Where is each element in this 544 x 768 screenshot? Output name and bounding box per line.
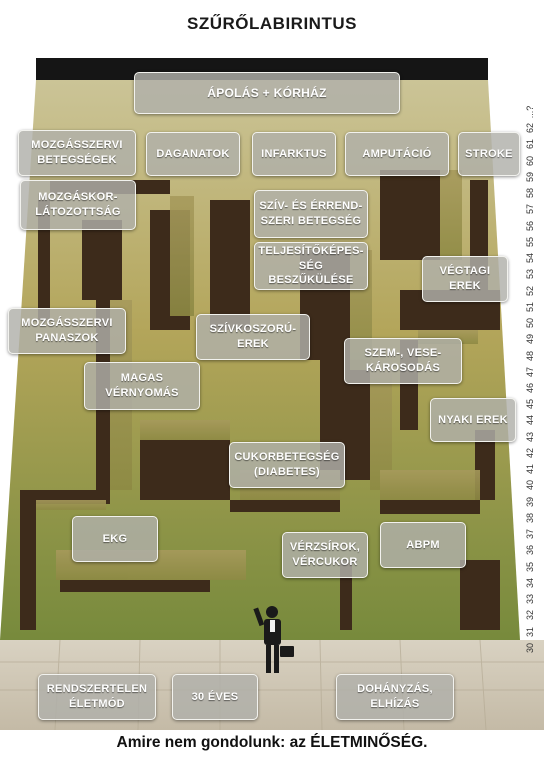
box-teljesitokepesseg: TELJESÍTŐKÉPES- SÉG BESZŰKÜLÉSE — [254, 242, 368, 290]
box-apolas-korhaz: ÁPOLÁS + KÓRHÁZ — [134, 72, 400, 114]
box-cukorbetegseg: CUKORBETEGSÉG (DIABETES) — [229, 442, 345, 488]
box-amputacio: AMPUTÁCIÓ — [345, 132, 449, 176]
box-abpm: ABPM — [380, 522, 466, 568]
caption: Amire nem gondolunk: az ÉLETMINŐSÉG. — [116, 734, 428, 751]
box-mozgasszervi-betegsegek: MOZGÁSSZERVI BETEGSÉGEK — [18, 130, 136, 176]
box-magas-vernyomas: MAGAS VÉRNYOMÁS — [84, 362, 200, 410]
box-verzsirok: VÉRZSÍROK, VÉRCUKOR — [282, 532, 368, 578]
box-szem-vese: SZEM-, VESE- KÁROSODÁS — [344, 338, 462, 384]
box-30-eves: 30 ÉVES — [172, 674, 258, 720]
box-stroke: STROKE — [458, 132, 520, 176]
box-rendszertelen-eletmod: RENDSZERTELEN ÉLETMÓD — [38, 674, 156, 720]
box-vegtagi-erek: VÉGTAGI EREK — [422, 256, 508, 302]
businessman-figure — [253, 606, 294, 673]
box-mozgaskorlatozottsag: MOZGÁSKOR- LÁTOZOTTSÁG — [20, 180, 136, 230]
box-mozgasszervi-panaszok: MOZGÁSSZERVI PANASZOK — [8, 308, 126, 354]
box-daganatok: DAGANATOK — [146, 132, 240, 176]
box-dohanyzas-elhizas: DOHÁNYZÁS, ELHÍZÁS — [336, 674, 454, 720]
age-label: ...? — [525, 105, 535, 119]
page-title: SZŰRŐLABIRINTUS — [187, 14, 357, 33]
box-sziv-errendszeri: SZÍV- ÉS ÉRREND- SZERI BETEGSÉG — [254, 190, 368, 238]
box-infarktus: INFARKTUS — [252, 132, 336, 176]
box-ekg: EKG — [72, 516, 158, 562]
box-nyaki-erek: NYAKI EREK — [430, 398, 516, 442]
box-szivkoszoru-erek: SZÍVKOSZORÚ- EREK — [196, 314, 310, 360]
